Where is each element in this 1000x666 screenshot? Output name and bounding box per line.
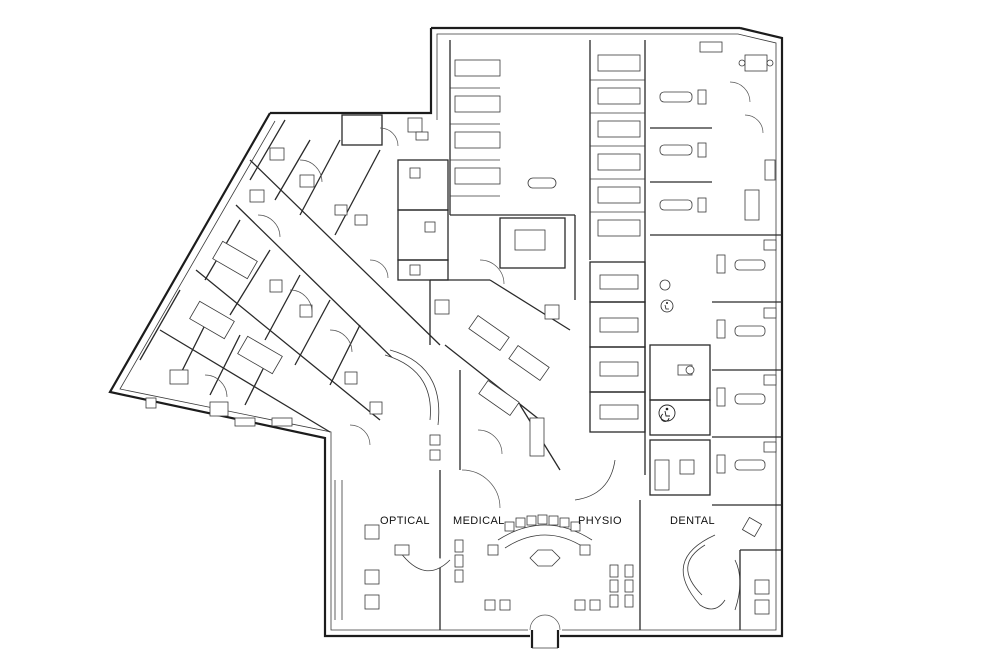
west-wing-rooms	[139, 114, 449, 446]
support-rooms	[649, 279, 711, 496]
chair-icon	[504, 514, 581, 532]
medical-label: MEDICAL	[453, 515, 505, 527]
optical-label: OPTICAL	[380, 515, 430, 527]
dental-operatories	[650, 41, 782, 506]
reception-area	[334, 349, 782, 649]
department-labels: OPTICAL MEDICAL PHYSIO DENTAL	[380, 515, 715, 527]
dental-chair	[734, 259, 766, 471]
outer-walls	[108, 26, 784, 638]
physio-label: PHYSIO	[578, 515, 622, 527]
central-exam-rooms	[449, 40, 576, 300]
medical-rooms	[429, 259, 571, 509]
physio-bays	[589, 40, 646, 475]
accessibility-icon	[658, 404, 676, 422]
dental-label: DENTAL	[670, 515, 715, 527]
accessibility-icon	[660, 299, 674, 313]
